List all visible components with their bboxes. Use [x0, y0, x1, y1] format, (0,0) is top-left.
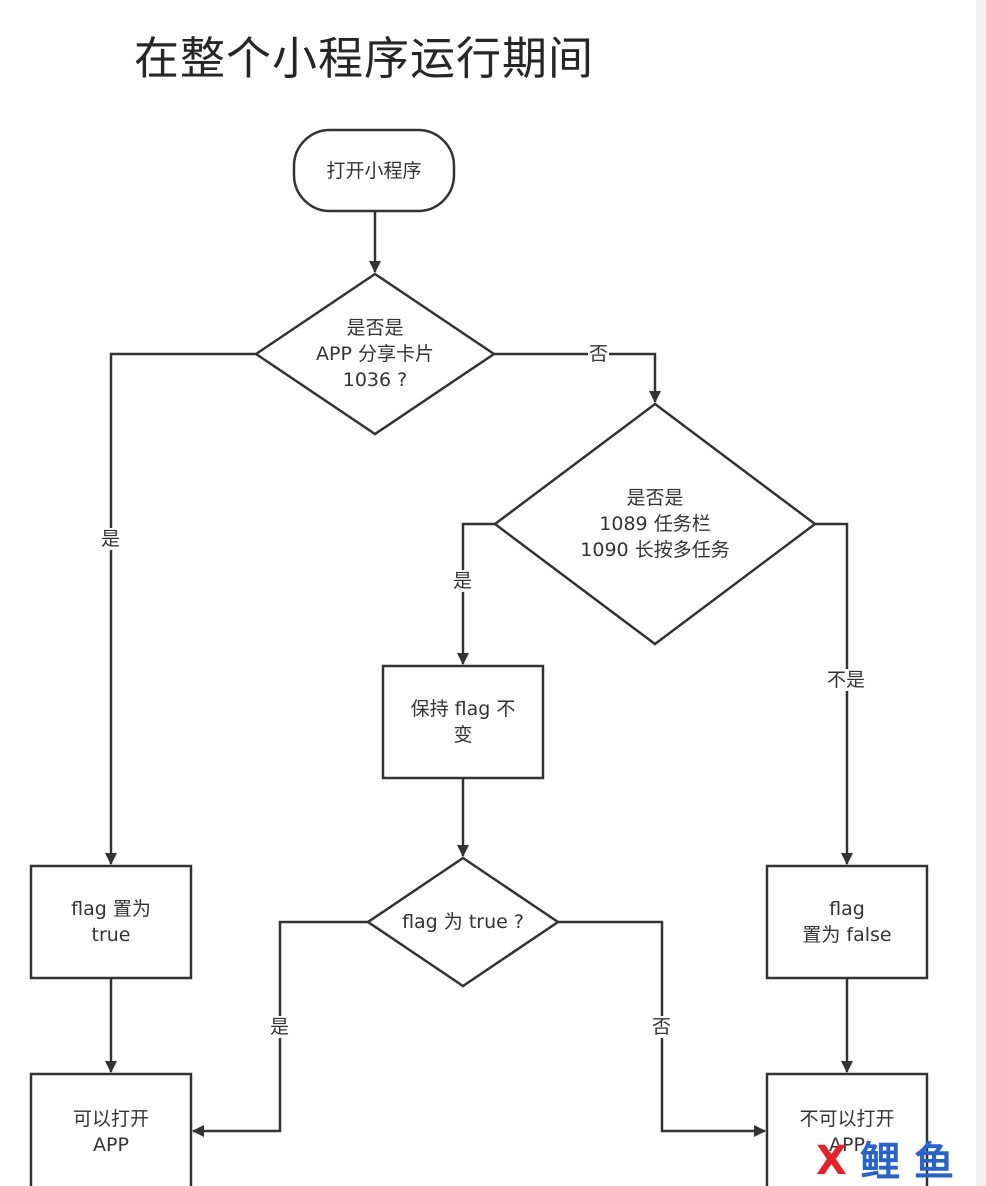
svg-text:鲤: 鲤 — [860, 1139, 900, 1182]
keep-flag-label: 保持 flag 不 变 — [410, 698, 516, 746]
decision-flag-true-label: flag 为 true ? — [402, 911, 524, 933]
edge-label-flag-yes: 是 — [269, 1016, 291, 1038]
svg-text:鱼: 鱼 — [914, 1139, 954, 1182]
edge-label-share-yes: 是 — [100, 528, 122, 550]
cannot-open-app-node — [765, 1072, 929, 1186]
svg-text:X: X — [816, 1138, 847, 1182]
edge-share-no — [494, 352, 661, 403]
can-open-app-node — [29, 1072, 193, 1186]
start-label: 打开小程序 — [326, 159, 422, 182]
edge-label-flag-no: 否 — [651, 1016, 673, 1038]
set-flag-true-label: flag 置为 true — [71, 898, 151, 946]
decision-taskbar-node — [492, 402, 818, 646]
cannot-open-app-label: 不可以打开 APP — [799, 1108, 895, 1156]
decision-share-card-node — [253, 272, 497, 436]
can-open-app-label: 可以打开 APP — [72, 1108, 149, 1156]
decision-taskbar-label: 是否是 1089 任务栏 1090 长按多任务 — [580, 487, 730, 561]
decision-share-card-label: 是否是 APP 分享卡片 1036 ? — [316, 317, 434, 391]
set-flag-false-label: flag 置为 false — [802, 898, 892, 946]
keep-flag-node — [381, 664, 545, 780]
set-flag-false-node — [765, 864, 929, 980]
page-title: 在整个小程序运行期间 — [134, 32, 595, 85]
decision-flag-true-node — [365, 856, 561, 988]
edge-label-taskbar-not: 不是 — [826, 669, 867, 691]
scrollbar[interactable] — [976, 0, 986, 1186]
watermark-logo: X 鲤 鱼 — [816, 1138, 954, 1182]
edge-label-taskbar-yes: 是 — [452, 570, 474, 592]
edge-label-share-no: 否 — [588, 343, 610, 365]
edge-share-yes — [105, 352, 256, 865]
edge-taskbar-not — [815, 522, 853, 865]
edge-taskbar-yes — [457, 522, 495, 665]
